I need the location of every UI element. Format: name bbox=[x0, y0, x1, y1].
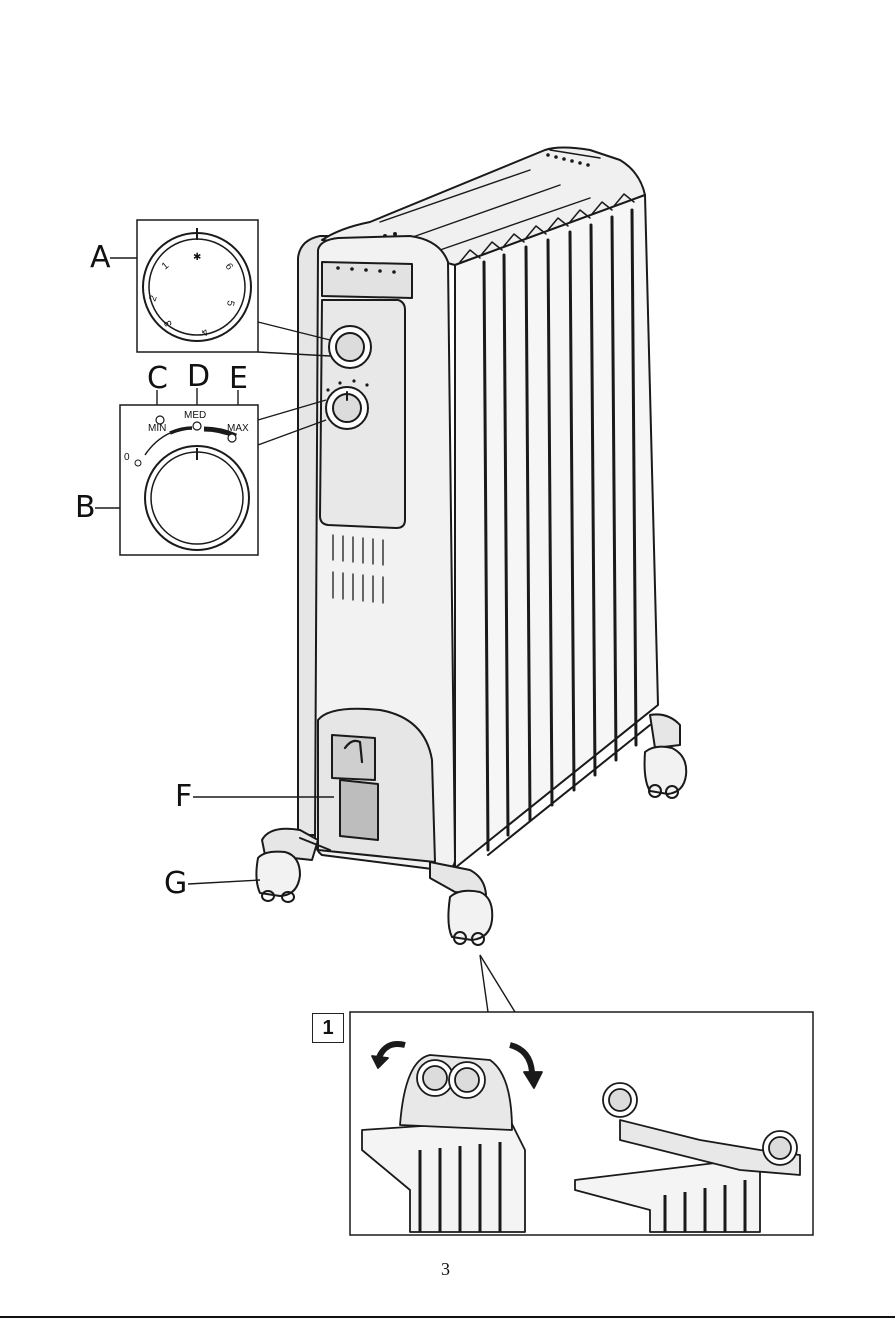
thermostat-mark-2: 2 bbox=[147, 294, 159, 303]
thermostat-mark-3: 3 bbox=[162, 318, 174, 327]
callout-c: C bbox=[147, 364, 168, 394]
page-number: 3 bbox=[441, 1259, 450, 1280]
bottom-rule bbox=[0, 1316, 895, 1318]
power-label-med: MED bbox=[184, 410, 206, 421]
callout-b: B bbox=[75, 493, 96, 523]
thermostat-mark-frost: ✱ bbox=[193, 252, 201, 263]
power-label-min: MIN bbox=[148, 423, 166, 434]
power-label-off: 0 bbox=[124, 452, 130, 463]
thermostat-mark-5: 5 bbox=[224, 299, 236, 307]
callout-f: F bbox=[175, 782, 192, 812]
power-label-max: MAX bbox=[227, 423, 249, 434]
callout-g: G bbox=[164, 869, 187, 899]
thermostat-mark-6: 6 bbox=[223, 261, 235, 272]
callout-e: E bbox=[229, 364, 248, 394]
callout-d: D bbox=[187, 362, 210, 392]
figure-number: 1 bbox=[312, 1013, 344, 1043]
thermostat-mark-4: 4 bbox=[198, 326, 210, 338]
thermostat-mark-1: 1 bbox=[160, 260, 172, 272]
callout-a: A bbox=[90, 243, 111, 273]
